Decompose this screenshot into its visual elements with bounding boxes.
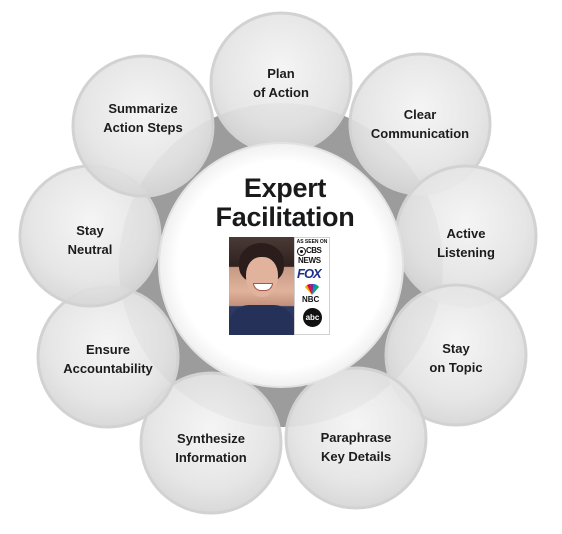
- node-label-line1: Stay: [76, 223, 104, 238]
- cbs-eye-icon: [297, 247, 306, 256]
- node-label-line2: Information: [175, 450, 247, 465]
- fox-logo: FOX: [297, 266, 322, 281]
- node-label-line1: Paraphrase: [320, 430, 392, 445]
- node-label-line2: of Action: [253, 85, 309, 100]
- node-label-line2: Neutral: [67, 242, 113, 257]
- node-label-line2: Communication: [370, 126, 470, 141]
- as-seen-on-label: AS SEEN ON: [296, 239, 328, 245]
- node-label-line1: Active: [446, 226, 486, 241]
- as-seen-on-badge: AS SEEN ON CBS NEWS FOX NBC abc: [294, 237, 330, 335]
- node-circle-summarize: [71, 54, 215, 198]
- node-label-line1: Plan: [267, 66, 295, 81]
- node-label-line2: Listening: [437, 245, 495, 260]
- node-label-line1: Clear: [403, 107, 437, 122]
- center-title-line2: Facilitation: [215, 202, 355, 232]
- node-label-line2: Accountability: [63, 361, 153, 376]
- facilitator-photo: [229, 237, 294, 335]
- node-circle-paraphrase: [284, 366, 428, 510]
- node-label-line1: Ensure: [85, 342, 131, 357]
- node-label-plan: Plan of Action: [211, 64, 351, 102]
- photo-face: [246, 257, 278, 297]
- node-circle-stay-topic: [384, 283, 528, 427]
- cbs-logo: CBS: [306, 246, 322, 255]
- node-label-stay-topic: Stay on Topic: [386, 339, 526, 377]
- node-label-line2: Key Details: [320, 449, 392, 464]
- node-label-line1: Stay: [442, 341, 470, 356]
- center-title-line1: Expert: [243, 173, 327, 203]
- node-label-line1: Synthesize: [177, 431, 245, 446]
- nbc-peacock-icon: [305, 284, 319, 295]
- node-label-line2: on Topic: [429, 360, 483, 375]
- node-circle-synthesize: [139, 371, 283, 515]
- photo-shirt: [229, 305, 294, 335]
- node-label-line2: Action Steps: [103, 120, 183, 135]
- news-logo: NEWS: [298, 256, 321, 265]
- node-label-line1: Summarize: [108, 101, 178, 116]
- center-title: Expert Facilitation: [185, 174, 385, 232]
- abc-logo: abc: [303, 308, 322, 327]
- nbc-logo: NBC: [302, 295, 320, 304]
